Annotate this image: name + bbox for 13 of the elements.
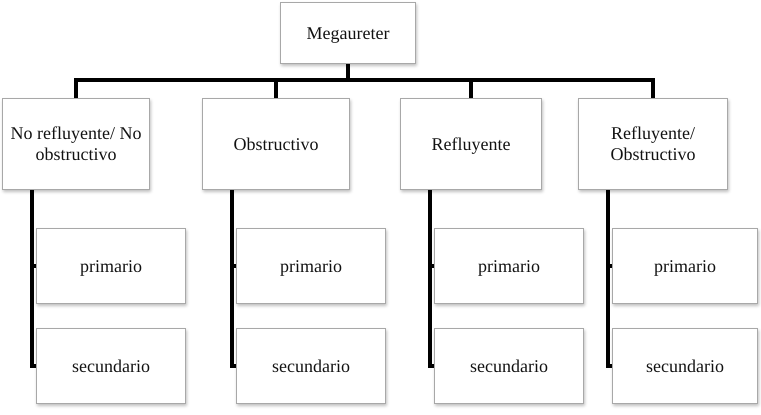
category-box: secundario (36, 328, 186, 404)
category-box: secundario (434, 328, 584, 404)
category-box: secundario (236, 328, 386, 404)
category-box: primario (612, 228, 758, 304)
category-box: primario (236, 228, 386, 304)
category-box: primario (36, 228, 186, 304)
category-box: No refluyente/ No obstructivo (2, 98, 150, 190)
category-box: primario (434, 228, 584, 304)
category-box: Refluyente/ Obstructivo (578, 98, 728, 190)
category-box: Obstructivo (202, 98, 350, 190)
category-box: Megaureter (280, 2, 416, 64)
category-box: secundario (612, 328, 758, 404)
category-box: Refluyente (400, 98, 542, 190)
